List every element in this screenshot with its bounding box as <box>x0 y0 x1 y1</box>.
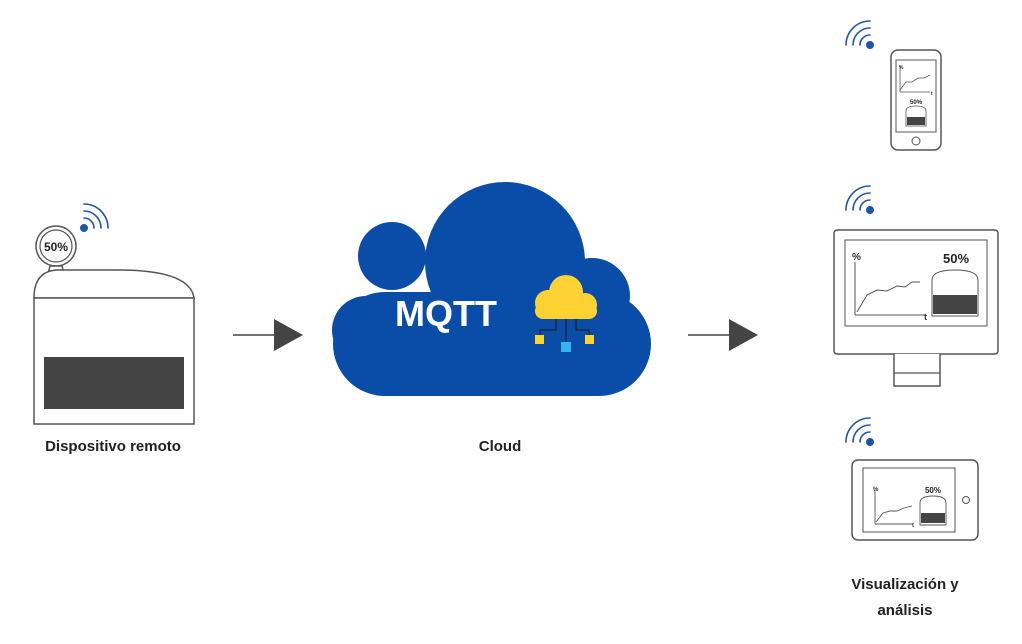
phone-y-axis: % <box>899 65 904 71</box>
arrow-cloud-to-clients <box>688 319 758 351</box>
tablet-y-axis: % <box>873 487 879 493</box>
wifi-signal-icon <box>845 185 874 214</box>
tablet-client: % t 50% <box>845 417 979 541</box>
tank-level-fill <box>44 357 184 409</box>
wifi-signal-icon <box>80 203 109 232</box>
monitor-y-axis: % <box>852 252 861 263</box>
monitor-icon: % t 50% <box>833 229 999 387</box>
gauge-value: 50% <box>44 240 68 254</box>
phone-x-axis: t <box>931 91 933 97</box>
tablet-icon: % t 50% <box>851 459 979 541</box>
monitor-value: 50% <box>943 251 969 266</box>
monitor-x-axis: t <box>924 312 927 322</box>
visualization-label-line2: análisis <box>877 602 933 619</box>
remote-device-label: Dispositivo remoto <box>45 438 181 455</box>
smartphone-icon: % t 50% <box>890 49 942 151</box>
mqtt-label: MQTT <box>395 293 497 334</box>
gauge-icon: 50% <box>35 225 77 283</box>
monitor-client: % t 50% <box>833 185 999 387</box>
mqtt-cloud: MQTT <box>332 182 651 396</box>
wifi-signal-icon <box>845 417 874 446</box>
cloud-network-icon <box>535 275 597 352</box>
remote-device: 50% <box>33 203 195 425</box>
visualization-label-line1: Visualización y <box>851 576 959 593</box>
phone-value: 50% <box>910 100 923 106</box>
tablet-x-axis: t <box>912 523 914 529</box>
arrow-device-to-cloud <box>233 319 303 351</box>
tablet-value: 50% <box>925 486 941 495</box>
cloud-label: Cloud <box>478 438 522 455</box>
tank-icon <box>33 269 195 425</box>
wifi-signal-icon <box>845 20 874 49</box>
smartphone-client: % t 50% <box>845 20 942 151</box>
